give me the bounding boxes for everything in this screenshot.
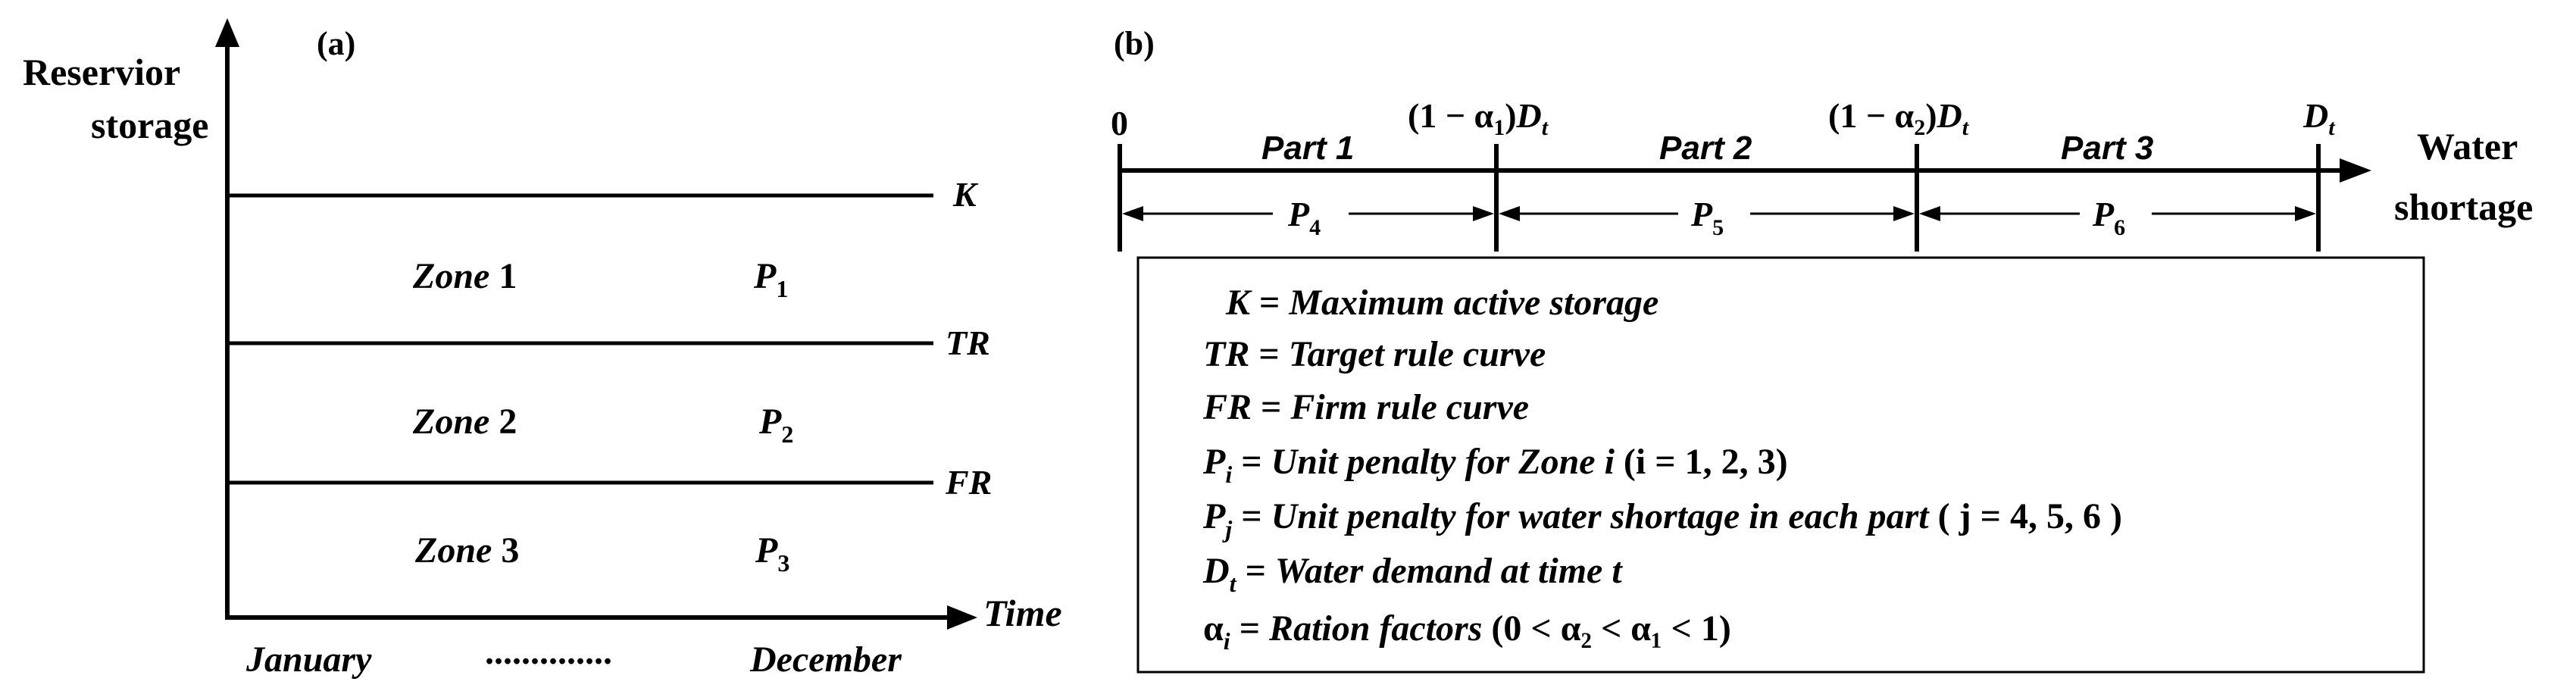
legend-row-fr: FR = Firm rule curve [1202, 387, 1529, 427]
tick-label-2: (1 − α2)Dt [1828, 96, 1970, 140]
legend-row-k: K = Maximum active storage [1225, 283, 1658, 323]
span-label-p4: P4 [1287, 195, 1321, 240]
curve-label-fr: FR [945, 463, 992, 502]
tick-label-3: Dt [2302, 96, 2336, 140]
month-dots: .............. [485, 632, 612, 672]
shortage-axis-label-line1: Water [2417, 125, 2518, 167]
tick-label-0: 0 [1111, 104, 1128, 142]
part-1-label: Part 1 [1261, 130, 1354, 167]
shortage-axis-label-line2: shortage [2394, 186, 2533, 228]
zone-3-penalty: P3 [755, 530, 789, 577]
legend-row-dt: Dt = Water demand at time t [1202, 551, 1623, 597]
span-arrow-p4 [1122, 206, 1494, 221]
tick-label-1: (1 − α1)Dt [1408, 96, 1549, 140]
curve-label-tr: TR [946, 324, 990, 362]
legend-box [1136, 256, 2425, 674]
span-arrow-p5 [1499, 206, 1915, 221]
span-label-p6: P6 [2092, 195, 2125, 240]
zone-2-label: Zone 2 [412, 402, 517, 442]
month-start-label: January [245, 639, 372, 680]
legend-row-tr: TR = Target rule curve [1203, 334, 1546, 374]
zone-1-label: Zone 1 [412, 256, 517, 296]
y-axis-arrowhead [215, 18, 239, 47]
panel-a-label: (a) [317, 25, 355, 62]
legend-row-pj: Pj = Unit penalty for water shortage in … [1202, 496, 2122, 542]
x-axis-label: Time [983, 592, 1062, 634]
month-end-label: December [749, 639, 902, 680]
panel-a: (a) Reservior storage Time K TR FR Zone … [23, 18, 1062, 680]
x-axis-arrowhead [947, 605, 977, 630]
part-3-label: Part 3 [2061, 130, 2153, 167]
shortage-axis-arrowhead [2340, 158, 2371, 183]
span-label-p5: P5 [1690, 195, 1724, 240]
zone-3-label: Zone 3 [414, 530, 519, 571]
span-arrow-p6 [1919, 206, 2316, 221]
part-2-label: Part 2 [1659, 130, 1752, 167]
zone-1-penalty: P1 [753, 256, 788, 302]
y-axis-label-line2: storage [91, 104, 209, 146]
panel-b-label: (b) [1114, 25, 1155, 62]
zone-2-penalty: P2 [758, 402, 793, 448]
legend-row-pi: Pi = Unit penalty for Zone i (i = 1, 2, … [1202, 442, 1788, 488]
curve-label-k: K [952, 175, 979, 214]
legend-row-alpha: αi = Ration factors (0 < α₂ < α₁ < 1) [1203, 608, 1731, 655]
panel-b: (b) Water shortage 0 (1 − α1)Dt (1 − α2)… [1111, 25, 2533, 674]
y-axis-label-line1: Reservior [23, 51, 180, 93]
